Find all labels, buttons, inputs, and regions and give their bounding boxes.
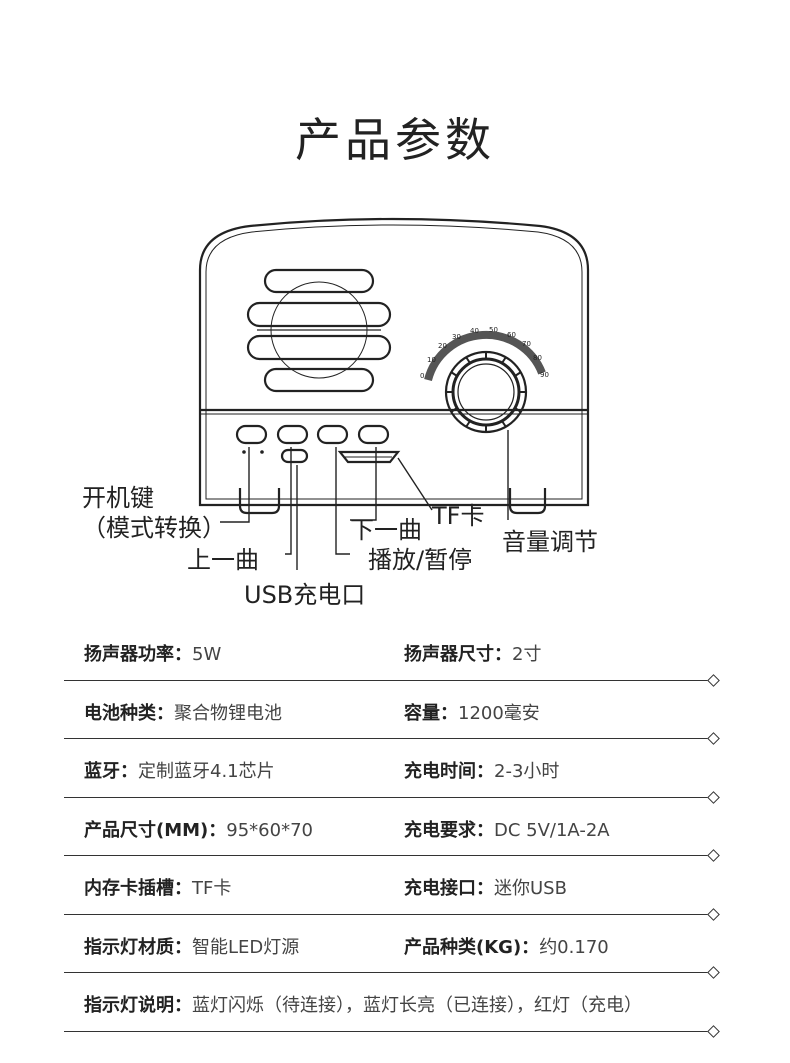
prev-label: 上一曲 xyxy=(187,546,259,574)
svg-text:40: 40 xyxy=(470,327,479,335)
indicator-value: 蓝灯闪烁（待连接），蓝灯长亮（已连接），红灯（充电） xyxy=(192,995,642,1016)
volume-label: 音量调节 xyxy=(502,528,598,556)
play-callout-line xyxy=(335,447,350,555)
spec-label: 扬声器功率： xyxy=(84,644,192,665)
next-label: 下一曲 xyxy=(350,516,422,544)
svg-text:10: 10 xyxy=(427,356,436,364)
next-button xyxy=(357,424,390,445)
svg-text:0: 0 xyxy=(420,372,424,380)
spec-label: 充电接口： xyxy=(404,878,494,899)
spec-row: 扬声器功率：5W 扬声器尺寸：2寸 xyxy=(64,622,714,681)
speaker-diagram: 0 10 20 30 40 50 60 70 80 90 xyxy=(198,217,590,570)
indicator-label: 指示灯说明： xyxy=(84,995,192,1016)
play-button xyxy=(316,424,349,445)
svg-text:80: 80 xyxy=(533,354,542,362)
volume-knob xyxy=(444,350,528,434)
tf-callout-line xyxy=(397,457,433,511)
spec-label: 产品尺寸(MM)： xyxy=(84,819,227,841)
spec-table: 扬声器功率：5W 扬声器尺寸：2寸 电池种类：聚合物锂电池 容量：1200毫安 … xyxy=(64,622,714,1032)
spec-label: 产品种类(KG)： xyxy=(404,936,540,958)
spec-value: 2寸 xyxy=(512,644,542,665)
spec-value: DC 5V/1A-2A xyxy=(494,819,610,841)
power-key-label: 开机键 xyxy=(82,484,154,512)
dial-scale: 0 10 20 30 40 50 60 70 80 90 xyxy=(420,326,549,380)
tf-label: TF卡 xyxy=(432,502,485,530)
svg-text:70: 70 xyxy=(522,340,531,348)
spec-value: TF卡 xyxy=(192,878,232,899)
spec-label: 蓝牙： xyxy=(84,761,138,782)
prev-button xyxy=(276,424,309,445)
tf-slot xyxy=(337,450,401,464)
spec-label: 内存卡插槽： xyxy=(84,878,192,899)
svg-text:50: 50 xyxy=(489,326,498,334)
spec-value: 95*60*70 xyxy=(226,819,313,841)
power-callout-line xyxy=(220,447,250,523)
spec-value: 迷你USB xyxy=(494,878,567,899)
spec-label: 容量： xyxy=(404,702,458,724)
svg-text:30: 30 xyxy=(452,333,461,341)
speaker-grille xyxy=(246,268,392,393)
spec-value: 聚合物锂电池 xyxy=(174,702,282,724)
spec-row: 蓝牙：定制蓝牙4.1芯片 充电时间：2-3小时 xyxy=(64,739,714,798)
spec-row: 内存卡插槽：TF卡 充电接口：迷你USB xyxy=(64,856,714,915)
usb-label: USB充电口 xyxy=(244,581,366,609)
spec-label: 充电时间： xyxy=(404,761,494,782)
right-foot xyxy=(508,488,547,515)
spec-value: 1200毫安 xyxy=(458,702,540,724)
power-key-sublabel: （模式转换） xyxy=(82,514,226,542)
page-title: 产品参数 xyxy=(295,113,495,167)
power-button xyxy=(235,424,268,445)
speaker-body-outline xyxy=(198,217,590,507)
left-foot xyxy=(238,488,281,515)
spec-row: 指示灯材质：智能LED灯源 产品种类(KG)：约0.170 xyxy=(64,915,714,973)
spec-value: 约0.170 xyxy=(539,936,609,958)
dial-arc xyxy=(424,330,546,382)
svg-text:90: 90 xyxy=(540,371,549,379)
knob-serrations xyxy=(446,352,526,432)
indicator-row: 指示灯说明：蓝灯闪烁（待连接），蓝灯长亮（已连接），红灯（充电） xyxy=(64,973,714,1032)
spec-value: 定制蓝牙4.1芯片 xyxy=(138,761,275,782)
prev-callout-line xyxy=(285,447,292,555)
spec-label: 扬声器尺寸： xyxy=(404,644,512,665)
spec-label: 指示灯材质： xyxy=(84,936,192,958)
spec-row: 产品尺寸(MM)：95*60*70 充电要求：DC 5V/1A-2A xyxy=(64,798,714,856)
play-label: 播放/暂停 xyxy=(368,546,473,574)
spec-value: 智能LED灯源 xyxy=(192,936,300,958)
usb-port xyxy=(280,448,309,464)
spec-label: 充电要求： xyxy=(404,819,494,841)
spec-label: 电池种类： xyxy=(84,702,174,724)
svg-text:60: 60 xyxy=(507,331,516,339)
spec-value: 5W xyxy=(192,644,222,665)
next-callout-line xyxy=(350,447,377,521)
spec-value: 2-3小时 xyxy=(494,761,560,782)
svg-text:20: 20 xyxy=(438,342,447,350)
spec-row: 电池种类：聚合物锂电池 容量：1200毫安 xyxy=(64,681,714,739)
